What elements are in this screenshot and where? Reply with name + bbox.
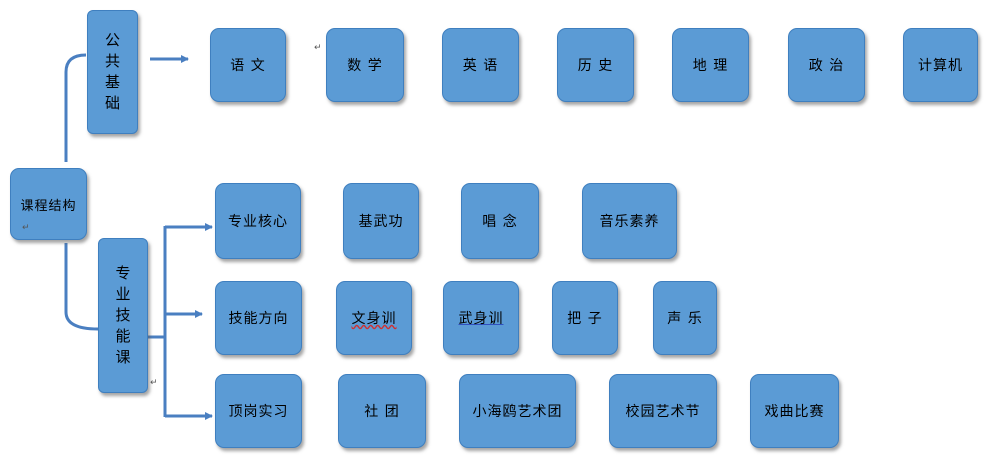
subject-label: 政 治: [808, 58, 845, 74]
branch-head-box: 顶岗实习: [215, 374, 302, 448]
subject-label: 数 学: [347, 58, 383, 74]
root-label: 课程结构: [20, 198, 77, 214]
public-basics-node: 公共基础: [87, 10, 138, 134]
professional-skills-label: 专业技能课: [115, 264, 131, 366]
course-label: 武身训: [458, 311, 504, 327]
subject-box: 计算机: [903, 28, 978, 102]
course-label: 文身训: [351, 311, 397, 327]
course-box: 音乐素养: [582, 183, 677, 259]
public-basics-label: 公共基础: [104, 31, 120, 112]
professional-skills-node: 专业技能课: [98, 238, 148, 393]
subject-box: 地 理: [672, 28, 749, 102]
course-label: 把 子: [567, 311, 603, 327]
subject-box: 政 治: [788, 28, 865, 102]
course-box: 把 子: [552, 281, 618, 355]
course-label: 社 团: [364, 404, 400, 420]
course-box: 基武功: [343, 183, 419, 259]
bracket-root-public: [64, 53, 87, 162]
bracket-root-skill: [64, 243, 99, 331]
course-label: 校园艺术节: [625, 404, 701, 420]
subject-label: 地 理: [692, 58, 729, 74]
branch-head-box: 专业核心: [215, 183, 301, 259]
course-label: 音乐素养: [599, 214, 660, 230]
course-box: 戏曲比赛: [750, 374, 839, 448]
course-box: 唱 念: [461, 183, 539, 259]
course-box: 文身训: [336, 281, 412, 355]
subject-label: 英 语: [462, 58, 499, 74]
course-box: 小海鸥艺术团: [459, 374, 576, 448]
course-label: 唱 念: [482, 214, 518, 230]
course-label: 小海鸥艺术团: [472, 404, 563, 420]
branch-head-label: 专业核心: [228, 214, 288, 230]
subject-box: 英 语: [442, 28, 519, 102]
course-box: 校园艺术节: [609, 374, 717, 448]
course-label: 戏曲比赛: [764, 404, 825, 420]
subject-label: 计算机: [918, 58, 963, 74]
subject-box: 语 文: [210, 28, 286, 102]
course-box: 声 乐: [653, 281, 717, 355]
course-box: 社 团: [338, 374, 426, 448]
branch-head-label: 技能方向: [228, 311, 289, 327]
subject-label: 语 文: [230, 58, 266, 74]
subject-box: 历 史: [557, 28, 634, 102]
course-box: 武身训: [443, 281, 519, 355]
course-label: 声 乐: [667, 311, 703, 327]
course-label: 基武功: [358, 214, 404, 230]
subject-box: 数 学: [326, 28, 404, 102]
subject-label: 历 史: [577, 58, 614, 74]
root-node: 课程结构: [10, 168, 87, 240]
branch-head-label: 顶岗实习: [228, 404, 289, 420]
branch-head-box: 技能方向: [215, 281, 302, 355]
